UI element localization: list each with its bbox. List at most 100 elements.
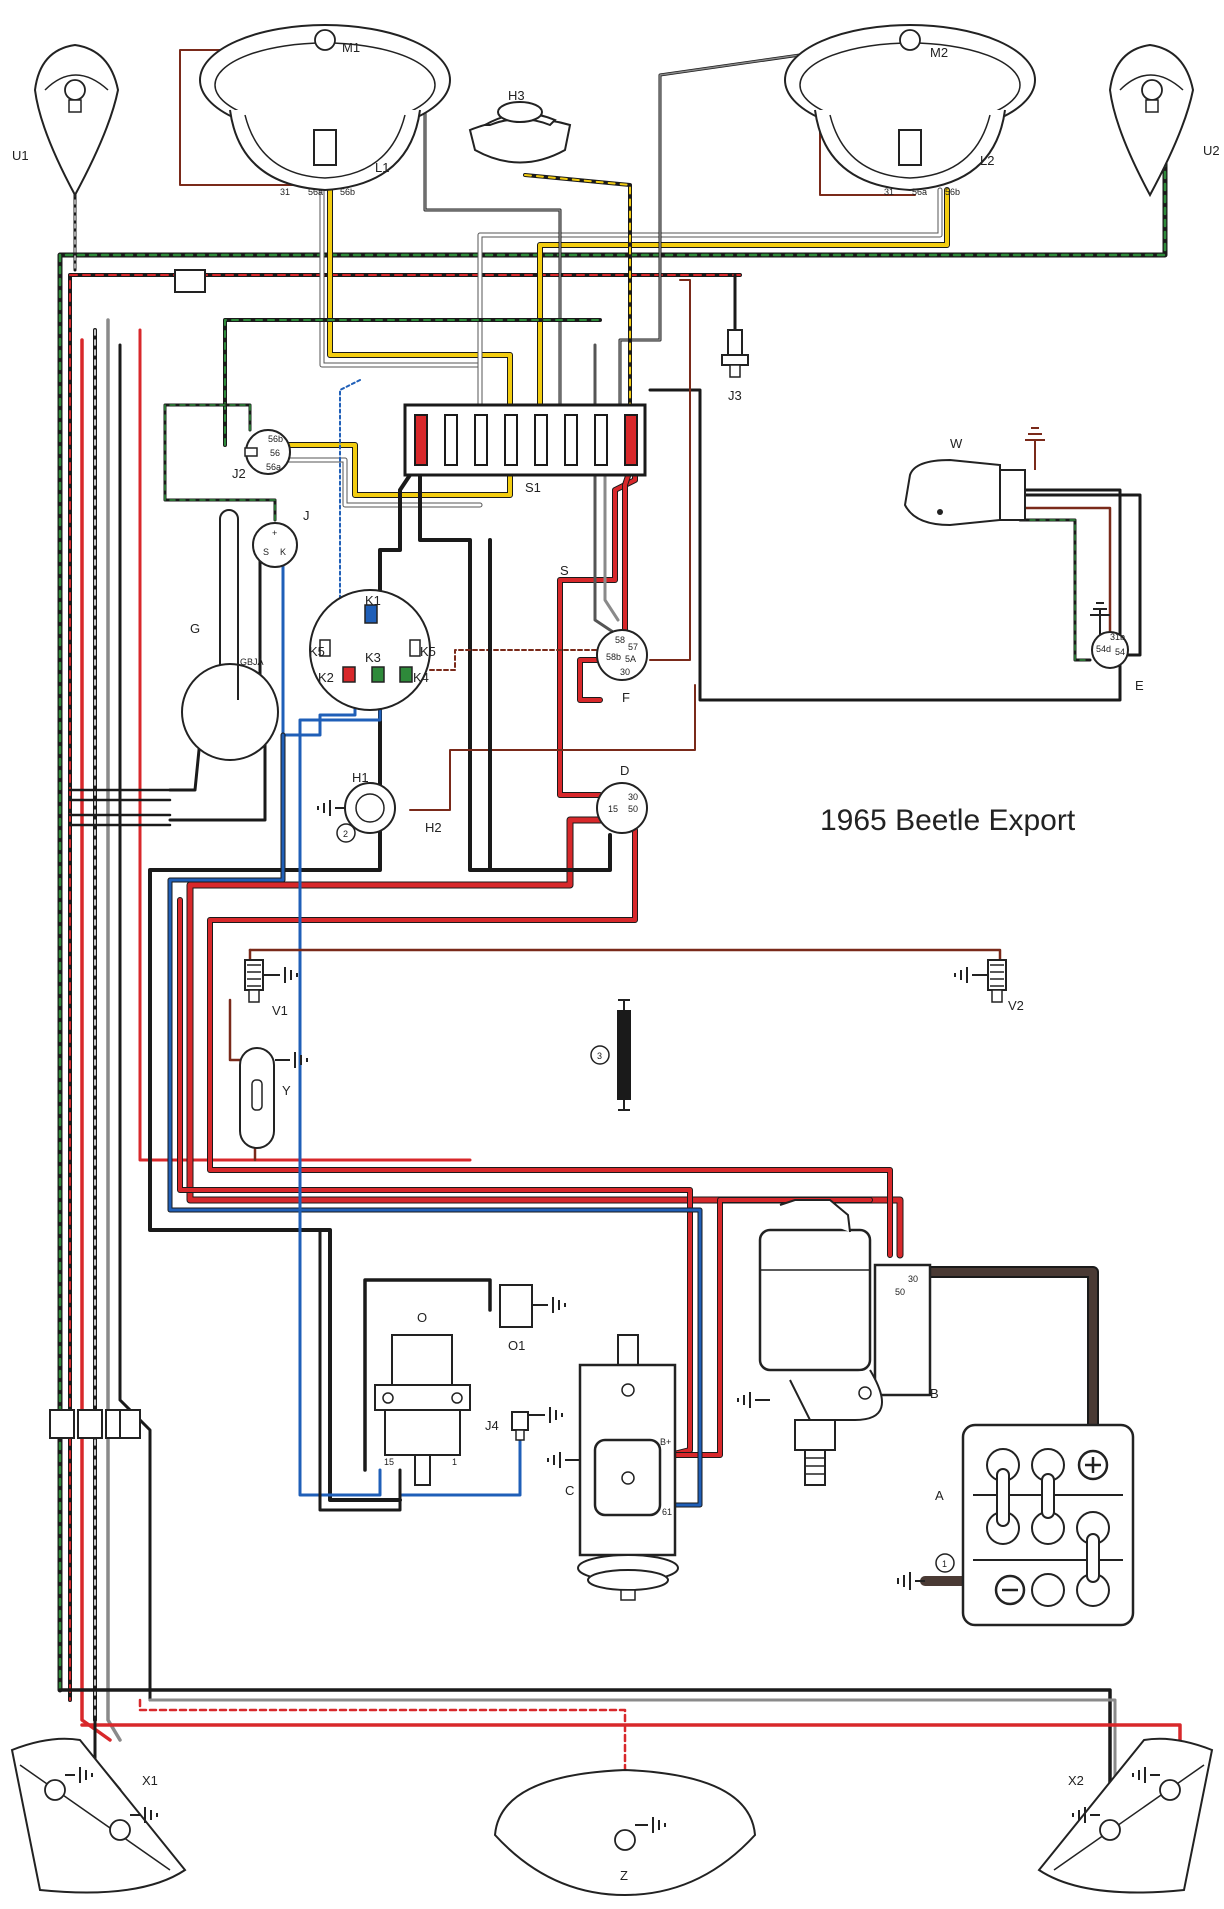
wire-blue-j4 (398, 1438, 522, 1497)
wire-j2-green-d (224, 319, 601, 446)
term-b-30: 30 (908, 1274, 918, 1284)
wiper-motor-w: W (903, 427, 1045, 527)
term-l2-56a: 56a (912, 187, 927, 197)
wire-bottom-red (80, 1723, 1182, 1762)
term-j-s: S (263, 547, 269, 557)
callout-1: 1 (942, 1559, 947, 1569)
wire-d-red-2-in (208, 828, 892, 1257)
label-k3: K3 (365, 650, 381, 665)
wire-blue-3 (298, 693, 382, 1497)
wire-h3-y (524, 174, 631, 421)
term-f-5a: 5A (625, 654, 636, 664)
label-d: D (620, 763, 629, 778)
wire-f-h2 (409, 684, 696, 811)
instrument-cluster-k: K1 K2 K3 K4 K5 K5 (309, 589, 436, 711)
label-x2: X2 (1068, 1773, 1084, 1788)
wire-o-black (363, 1278, 492, 1472)
wire-d-red-1-in (187, 817, 903, 1258)
label-w: W (950, 436, 963, 451)
wire-battery-pos-in (901, 1268, 1097, 1459)
wire-f-brown (649, 279, 691, 661)
term-o-1: 1 (452, 1457, 457, 1467)
wire-to-c-red-in (178, 898, 692, 1457)
bulb-m1 (314, 29, 336, 51)
label-e: E (1135, 678, 1144, 693)
horn-h3: H3 (468, 88, 572, 164)
wire-l1-white-in (320, 188, 482, 422)
diagram-title: 1965 Beetle Export (820, 804, 1076, 837)
wire-o-black-2 (318, 1228, 402, 1512)
term-l2-31: 31 (884, 187, 894, 197)
label-o: O (417, 1310, 427, 1325)
wire-blue-2-in (168, 733, 702, 1507)
label-m2: M2 (930, 45, 948, 60)
turn-signal-u1: U1 (12, 43, 120, 198)
horn-v1: V1 (244, 959, 298, 1018)
wire-m2-grey (619, 39, 906, 421)
label-j: J (303, 508, 310, 523)
term-f-30: 30 (620, 667, 630, 677)
tail-light-x2: X2 (1037, 1737, 1214, 1894)
callout-3-ground-strap: 3 (590, 999, 631, 1111)
label-a: A (935, 1488, 944, 1503)
term-d-50: 50 (628, 804, 638, 814)
horn-button-h1: 2 H1 H2 (317, 770, 442, 843)
label-l2: L2 (980, 153, 994, 168)
term-g-gbja: GBJA (240, 657, 264, 667)
term-c-61: 61 (662, 1507, 672, 1517)
term-f-58: 58 (615, 635, 625, 645)
turn-signal-u2: U2 (1108, 43, 1220, 198)
interior-light-y: Y (239, 1047, 308, 1149)
term-j2-56b: 56b (268, 434, 283, 444)
wire-l1-white (319, 187, 483, 423)
harness-connectors (49, 269, 206, 1439)
wiper-switch-e: 31b 54d 54 E (1090, 602, 1144, 693)
wire-w-1 (1018, 493, 1142, 657)
term-l1-56b: 56b (340, 187, 355, 197)
label-x1: X1 (142, 1773, 158, 1788)
ignition-switch-d: 30 15 50 D (596, 763, 648, 834)
term-f-57: 57 (628, 642, 638, 652)
fuel-gauge-g: GBJA G (181, 509, 279, 761)
wire-blue-1 (281, 543, 357, 737)
bulb-m2 (899, 29, 921, 51)
wire-v1-v2 (248, 948, 1002, 962)
wire-left-connectors (68, 788, 172, 827)
wire-l1-yellow-in (328, 188, 512, 422)
term-l1-31: 31 (280, 187, 290, 197)
tail-light-x1: X1 (10, 1737, 187, 1894)
term-b-50: 50 (895, 1287, 905, 1297)
term-l2-56b: 56b (945, 187, 960, 197)
term-d-15: 15 (608, 804, 618, 814)
term-e-54: 54 (1115, 647, 1125, 657)
wire-g-1 (168, 738, 202, 792)
label-l1: L1 (375, 160, 389, 175)
wire-j2-greenloop-d (164, 404, 276, 521)
fuses (414, 414, 638, 466)
wire-l2-white (477, 187, 943, 423)
wire-l2-white-in (478, 188, 942, 422)
label-k5-left: K5 (309, 644, 325, 659)
wire-bottom-red-brake (138, 1698, 627, 1822)
term-e-54d: 54d (1096, 644, 1111, 654)
wire-left-harness-5 (138, 328, 472, 1162)
label-m1: M1 (342, 40, 360, 55)
wire-j2-yellow-in (273, 443, 512, 497)
term-j2-56a: 56a (266, 462, 281, 472)
label-v2: V2 (1008, 998, 1024, 1013)
term-j-k: K (280, 547, 286, 557)
term-c-b: B+ (660, 1437, 671, 1447)
label-v1: V1 (272, 1003, 288, 1018)
label-s1: S1 (525, 480, 541, 495)
battery-a: A 1 (897, 1423, 1135, 1627)
ignition-coil-o: 15 1 O (374, 1310, 471, 1486)
label-j4: J4 (485, 1418, 499, 1433)
headlight-l1: M1 L1 31 56a 56b (199, 24, 451, 197)
wire-top-bus-green-dash (58, 158, 1167, 1692)
term-d-30: 30 (628, 792, 638, 802)
wire-d-black (488, 538, 612, 872)
starter-b: 30 50 B (737, 1199, 939, 1486)
wire-left-harness-3 (106, 318, 122, 1742)
callout-2: 2 (343, 829, 348, 839)
